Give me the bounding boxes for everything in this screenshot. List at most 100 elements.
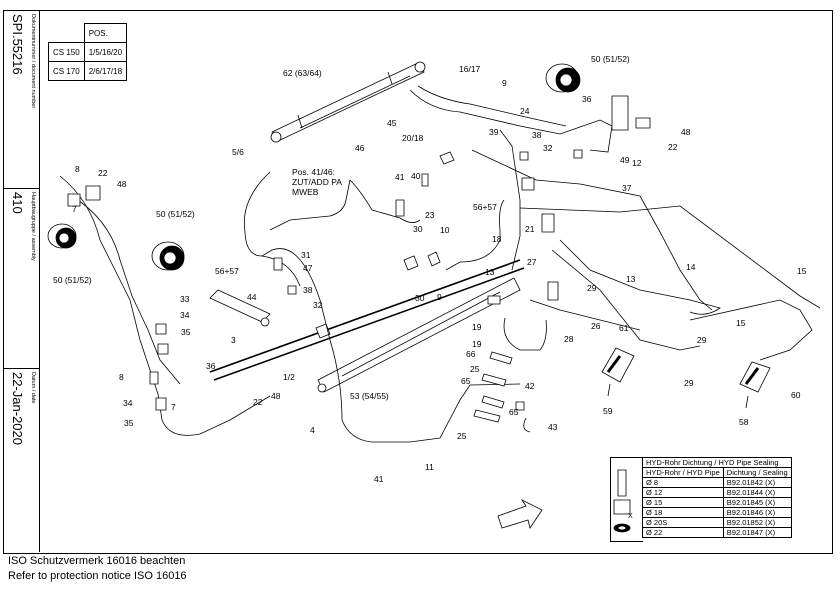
- callout-label: 27: [527, 257, 537, 267]
- motor-50-top: [545, 63, 581, 93]
- seal-part: B92.01842 (X): [722, 477, 792, 488]
- cylinder-62: [270, 61, 426, 143]
- callout-label: 53 (54/55): [350, 391, 389, 401]
- callout-label: 62 (63/64): [283, 68, 322, 78]
- callout-label: 35: [124, 418, 134, 428]
- callout-label: 7: [72, 204, 77, 214]
- callout-label: 47: [303, 263, 313, 273]
- callout-label: 48: [271, 391, 281, 401]
- callout-label: 44: [247, 292, 257, 302]
- callout-label: 65: [461, 376, 471, 386]
- callout-label: 25: [457, 431, 467, 441]
- callout-label: 24: [520, 106, 530, 116]
- callout-label: 22: [668, 142, 678, 152]
- callout-label: 22: [98, 168, 108, 178]
- callout-label: 19: [472, 339, 482, 349]
- callout-label: 14: [686, 262, 696, 272]
- callout-label: 29: [697, 335, 707, 345]
- callout-label: 66: [466, 349, 476, 359]
- callout-label: 38: [303, 285, 313, 295]
- callout-label: 9: [437, 292, 442, 302]
- seal-sketch-cell: [610, 457, 643, 542]
- callout-label: 11: [425, 462, 434, 472]
- callout-label: 43: [548, 422, 558, 432]
- callout-label: 32: [313, 300, 323, 310]
- callout-label: 36: [582, 94, 592, 104]
- callout-label: 58: [739, 417, 749, 427]
- callout-label: 33: [180, 294, 190, 304]
- seal-marker: X: [628, 513, 633, 520]
- callout-label: 48: [117, 179, 127, 189]
- callout-label: 29: [587, 283, 597, 293]
- callout-label: 13: [626, 274, 636, 284]
- callout-label: 8: [75, 164, 80, 174]
- callout-label: 3: [231, 335, 236, 345]
- pos-cell: 2/6/17/18: [83, 61, 128, 81]
- callout-label: 19: [472, 322, 482, 332]
- pipe-size: Ø 18: [642, 507, 724, 518]
- bracket-49: [611, 95, 651, 131]
- callout-label: 30: [413, 224, 423, 234]
- note-line: MWEB: [292, 187, 319, 197]
- callout-label: 28: [564, 334, 574, 344]
- assembly-cell: Hauptbaugruppe / assembly 410: [3, 188, 39, 369]
- footer-line-2: Refer to protection notice ISO 16016: [8, 570, 187, 582]
- table-row: CS 170 2/6/17/18: [48, 61, 128, 81]
- pipe-size: Ø 12: [642, 487, 724, 498]
- callout-label: 38: [532, 130, 542, 140]
- callout-label: 1/2: [283, 372, 295, 382]
- motor-50-left: [47, 223, 77, 249]
- callout-label: 32: [543, 143, 553, 153]
- callout-label: 22: [253, 397, 263, 407]
- callout-label: 56+57: [215, 266, 239, 276]
- callout-label: 40: [411, 171, 421, 181]
- callout-label: 25: [470, 364, 480, 374]
- callout-label: 49: [620, 155, 630, 165]
- callout-label: 26: [591, 321, 601, 331]
- callout-label: 42: [525, 381, 535, 391]
- callout-label: 60: [791, 390, 801, 400]
- callout-label: 50 (51/52): [53, 275, 92, 285]
- pipe-size: Ø 8: [642, 477, 724, 488]
- footer-line-1: ISO Schutzvermerk 16016 beachten: [8, 555, 186, 567]
- seal-part: B92.01845 (X): [722, 497, 792, 508]
- callout-label: 10: [440, 225, 450, 235]
- seal-col1-header: HYD-Rohr / HYD Pipe: [642, 467, 724, 478]
- drawing-frame: [3, 10, 833, 554]
- seal-title: HYD-Rohr Dichtung / HYD Pipe Sealing: [642, 457, 792, 468]
- seal-part: B92.01844 (X): [722, 487, 792, 498]
- callout-label: 29: [684, 378, 694, 388]
- doc-number-cell: Dokumentnummer / document number SPI.552…: [3, 10, 39, 189]
- callout-label: 30: [415, 293, 425, 303]
- note-line: Pos. 41/46:: [292, 167, 335, 177]
- callout-label: 50 (51/52): [156, 209, 195, 219]
- pipe-size: Ø 15: [642, 497, 724, 508]
- seal-part: B92.01846 (X): [722, 507, 792, 518]
- callout-label: 7: [171, 402, 176, 412]
- seal-part: B92.01852 (X): [722, 517, 792, 528]
- pos-table: POS. CS 150 1/5/16/20 CS 170 2/6/17/18: [48, 23, 128, 81]
- cylinder-53: [317, 277, 521, 393]
- callout-label: 8: [119, 372, 124, 382]
- seal-sketch: [613, 469, 631, 533]
- callout-label: 50 (51/52): [591, 54, 630, 64]
- callout-label: 5/6: [232, 147, 244, 157]
- callout-label: 15: [797, 266, 807, 276]
- callout-label: 31: [301, 250, 311, 260]
- callout-label: 9: [502, 78, 507, 88]
- motor-50-mid: [151, 241, 185, 271]
- callout-label: 41: [374, 474, 384, 484]
- cylinder-56-57: [209, 289, 271, 327]
- callout-label: 59: [603, 406, 613, 416]
- callout-label: 46: [355, 143, 365, 153]
- callout-label: 56+57: [473, 202, 497, 212]
- seal-table: HYD-Rohr Dichtung / HYD Pipe Sealing HYD…: [642, 457, 792, 538]
- callout-label: 16/17: [459, 64, 481, 74]
- coupling-58: [739, 361, 771, 409]
